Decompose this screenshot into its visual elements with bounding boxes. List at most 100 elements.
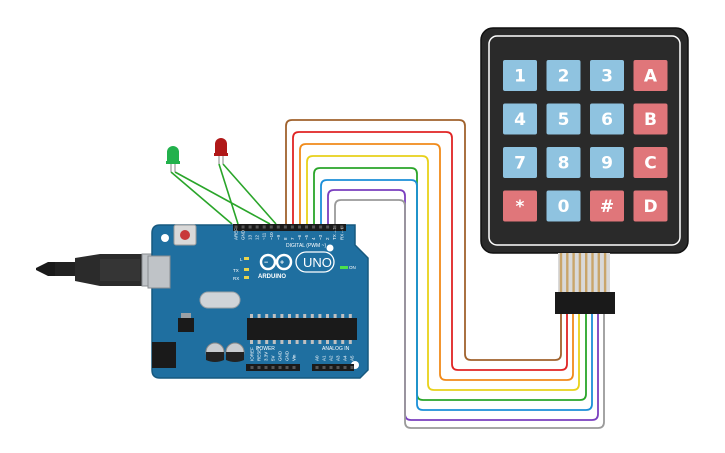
key-face[interactable] bbox=[633, 190, 668, 222]
header-socket[interactable] bbox=[305, 225, 308, 229]
chip-pin bbox=[265, 340, 269, 344]
header-socket[interactable] bbox=[283, 225, 287, 229]
led-dome[interactable] bbox=[167, 146, 179, 162]
header-socket[interactable] bbox=[257, 366, 261, 369]
key-face[interactable] bbox=[633, 103, 668, 135]
model-badge bbox=[295, 251, 335, 273]
keypad-key[interactable]: # bbox=[590, 190, 624, 222]
keypad-key[interactable]: D bbox=[633, 190, 668, 222]
led-label-l: L bbox=[240, 257, 243, 262]
key-face[interactable] bbox=[590, 190, 624, 222]
header-socket[interactable] bbox=[234, 225, 238, 229]
key-face[interactable] bbox=[633, 147, 668, 178]
key-face[interactable] bbox=[590, 60, 624, 91]
header-socket[interactable] bbox=[241, 225, 245, 229]
analog-pin-label: A1 bbox=[322, 355, 327, 361]
led-dome[interactable] bbox=[215, 138, 227, 154]
key-face[interactable] bbox=[590, 147, 624, 178]
header-socket[interactable] bbox=[343, 366, 347, 369]
header-socket[interactable] bbox=[312, 225, 316, 229]
chip-pin bbox=[272, 314, 276, 318]
keypad-key[interactable]: 2 bbox=[546, 60, 581, 91]
digital-pin-label: 7 bbox=[290, 237, 295, 240]
analog-pin-label: A2 bbox=[329, 355, 334, 361]
chip-pin bbox=[257, 314, 261, 318]
keypad-key[interactable]: 3 bbox=[590, 60, 624, 91]
header-socket[interactable] bbox=[278, 366, 282, 369]
keypad-key[interactable]: 4 bbox=[503, 103, 537, 135]
key-label: 3 bbox=[601, 67, 613, 87]
chip-pin bbox=[303, 340, 307, 344]
red-led[interactable] bbox=[214, 138, 228, 164]
digital-pin-label: AREF bbox=[234, 228, 239, 240]
key-face[interactable] bbox=[503, 103, 537, 135]
keypad-key[interactable]: 6 bbox=[590, 103, 624, 135]
power-pin-label: GND bbox=[278, 350, 283, 361]
header-socket[interactable] bbox=[326, 225, 330, 229]
header-socket[interactable] bbox=[285, 366, 289, 369]
key-face[interactable] bbox=[546, 103, 581, 135]
header-socket[interactable] bbox=[271, 366, 275, 369]
header-socket[interactable] bbox=[269, 225, 273, 229]
keypad-key[interactable]: 8 bbox=[546, 147, 581, 178]
header-socket[interactable] bbox=[333, 225, 337, 229]
header-socket[interactable] bbox=[262, 225, 266, 229]
mount-hole bbox=[326, 244, 334, 252]
header-socket[interactable] bbox=[255, 225, 259, 229]
header-socket[interactable] bbox=[322, 366, 326, 369]
chip-pin bbox=[310, 314, 314, 318]
keypad-key[interactable]: * bbox=[503, 190, 537, 222]
header-socket[interactable] bbox=[250, 366, 254, 369]
power-pin-label: GND bbox=[285, 350, 290, 361]
key-face[interactable] bbox=[503, 60, 537, 91]
keypad-key[interactable]: A bbox=[633, 60, 668, 91]
header-socket[interactable] bbox=[264, 366, 268, 369]
header-socket[interactable] bbox=[319, 225, 323, 229]
chip-pin bbox=[303, 314, 307, 318]
key-face[interactable] bbox=[633, 60, 668, 91]
header-socket[interactable] bbox=[329, 366, 333, 369]
header-socket[interactable] bbox=[276, 225, 280, 229]
header-socket[interactable] bbox=[290, 225, 294, 229]
ribbon-cable-base bbox=[558, 253, 610, 293]
key-face[interactable] bbox=[546, 147, 581, 178]
key-face[interactable] bbox=[590, 103, 624, 135]
usb-cable-segment bbox=[55, 262, 75, 276]
digital-pin-label: 13 bbox=[248, 234, 253, 240]
keypad-key[interactable]: 9 bbox=[590, 147, 624, 178]
logo-plus: + bbox=[280, 260, 284, 267]
header-socket[interactable] bbox=[292, 366, 296, 369]
header-socket[interactable] bbox=[315, 366, 319, 369]
reset-button[interactable] bbox=[180, 230, 190, 240]
keypad-key[interactable]: 0 bbox=[546, 190, 581, 222]
atmega-chip bbox=[247, 318, 357, 340]
key-face[interactable] bbox=[503, 147, 537, 178]
chip-pin bbox=[348, 314, 352, 318]
keypad-wire bbox=[306, 155, 580, 391]
green-led[interactable] bbox=[166, 146, 180, 172]
key-face[interactable] bbox=[546, 60, 581, 91]
header-socket[interactable] bbox=[336, 366, 340, 369]
brand-label: ARDUINO bbox=[258, 274, 286, 280]
header-socket[interactable] bbox=[297, 225, 301, 229]
header-socket[interactable] bbox=[248, 225, 252, 229]
header-socket[interactable] bbox=[340, 225, 344, 229]
keypad-wire bbox=[299, 143, 574, 381]
chip-pin bbox=[326, 340, 329, 344]
usb-plug-grip bbox=[100, 259, 140, 281]
keypad-key[interactable]: 5 bbox=[546, 103, 581, 135]
arduino-logo: − + bbox=[259, 253, 293, 271]
key-face[interactable] bbox=[546, 190, 581, 222]
key-face[interactable] bbox=[503, 190, 537, 222]
keypad-key[interactable]: C bbox=[633, 147, 668, 178]
digital-pin-label: 4 bbox=[311, 237, 316, 240]
keypad-key[interactable]: 1 bbox=[503, 60, 537, 91]
header-socket[interactable] bbox=[350, 366, 354, 369]
keypad-key[interactable]: 7 bbox=[503, 147, 537, 178]
led-tx bbox=[244, 268, 249, 271]
analog-header bbox=[312, 364, 354, 371]
keypad-key[interactable]: B bbox=[633, 103, 668, 135]
